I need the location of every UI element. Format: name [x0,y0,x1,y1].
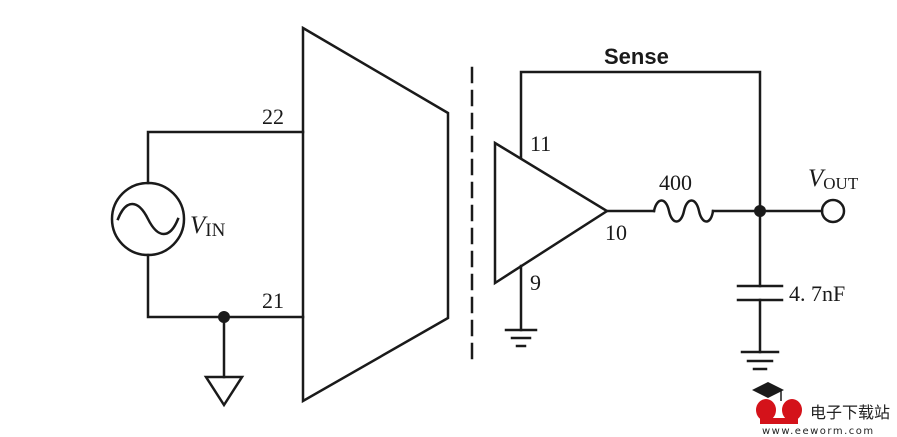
input-ground-icon [203,375,245,408]
resistor-400 [652,199,715,223]
watermark-site-cn: 电子下载站 [810,403,890,422]
graduation-cap-icon [752,382,784,401]
vout-v: V [808,165,826,192]
capacitor-label: 4. 7nF [789,281,845,306]
watermark: 电子下载站 www.eeworm.com [752,382,890,437]
sine-wave-icon [116,202,180,236]
vout-terminal [820,198,846,224]
pin-9-label: 9 [530,270,541,295]
cap-ground-icon [740,350,780,371]
input-junction-dot [218,311,230,323]
eeworm-logo-icon [756,399,802,424]
vin-bottom-wire [146,253,305,319]
vin-top-wire [146,130,305,185]
pin-11-label: 11 [530,131,551,156]
sense-wire [519,70,762,213]
resistor-label: 400 [659,170,692,195]
vin-label: VIN [190,212,226,241]
pin-21-label: 21 [262,288,284,313]
vin-subscript: IN [205,220,225,241]
pin-22-label: 22 [262,104,284,129]
pin-10-label: 10 [605,220,627,245]
sense-label: Sense [604,44,669,69]
isolation-block [301,25,450,404]
ac-source-circle [110,181,186,257]
output-amplifier [493,140,610,286]
amp-ground-icon [504,328,538,348]
vout-label: VOUT [808,165,859,193]
watermark-url: www.eeworm.com [762,426,875,437]
vin-v: V [190,212,208,239]
output-junction-dot [754,205,766,217]
vout-subscript: OUT [823,174,859,193]
